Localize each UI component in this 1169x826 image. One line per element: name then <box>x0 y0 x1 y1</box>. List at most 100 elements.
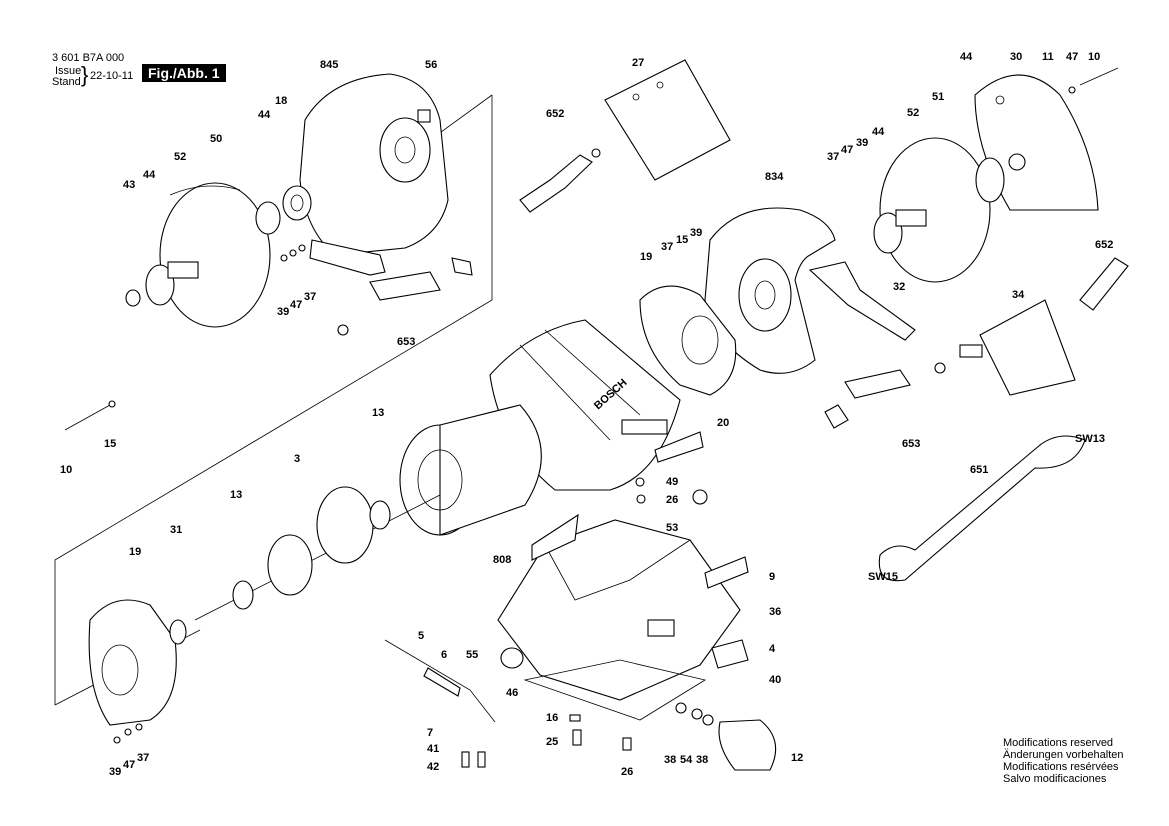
issue-brace: } <box>81 62 89 87</box>
part-label-p15b: 15 <box>104 438 116 450</box>
part-label-sw13: SW13 <box>1075 433 1105 445</box>
part-label-p845: 845 <box>320 59 338 71</box>
left-wheel-guard <box>299 73 449 256</box>
part-label-p47a: 47 <box>290 299 302 311</box>
part-label-p42: 42 <box>427 761 439 773</box>
eye-shield-plate <box>604 59 731 181</box>
part-label-p37a: 37 <box>304 291 316 303</box>
part-label-p20: 20 <box>717 417 729 429</box>
part-label-p37c: 37 <box>661 241 673 253</box>
right-outer-guard <box>974 74 1099 211</box>
part-label-p3: 3 <box>294 453 300 465</box>
note-es: Salvo modificaciones <box>1003 773 1107 785</box>
part-label-p49: 49 <box>666 476 678 488</box>
part-label-p54: 54 <box>680 754 693 766</box>
part-label-p38a: 38 <box>664 754 676 766</box>
part-label-p18: 18 <box>275 95 287 107</box>
part-label-p38b: 38 <box>696 754 708 766</box>
left-flange-inner <box>255 185 312 235</box>
part-label-p16: 16 <box>546 712 558 724</box>
left-grinding-wheel <box>159 182 271 328</box>
part-label-p19b: 19 <box>129 546 141 558</box>
issue-date: 22-10-11 <box>90 70 134 82</box>
part-label-p46: 46 <box>506 687 518 699</box>
left-spark-arrestor <box>280 239 473 336</box>
right-wheel-guard <box>704 207 836 374</box>
part-label-p36: 36 <box>769 606 781 618</box>
part-label-p56: 56 <box>425 59 437 71</box>
part-label-p11: 11 <box>1042 51 1054 63</box>
figure-badge: Fig./Abb. 1 <box>142 64 226 82</box>
note-fr: Modifications resérvées <box>1003 761 1119 773</box>
capacitor <box>718 719 777 771</box>
part-label-p808: 808 <box>493 554 511 566</box>
part-label-p50: 50 <box>210 133 222 145</box>
part-label-p652b: 652 <box>1095 239 1113 251</box>
part-label-p10b: 10 <box>60 464 72 476</box>
part-label-p26a: 26 <box>666 494 678 506</box>
part-label-p5: 5 <box>418 630 424 642</box>
part-label-p27: 27 <box>632 57 644 69</box>
rubber-foot <box>500 647 524 669</box>
issue-label: Issue <box>55 65 82 77</box>
base-plate <box>523 659 707 721</box>
part-label-p43: 43 <box>123 179 135 191</box>
part-label-p39c: 39 <box>690 227 702 239</box>
part-label-p7: 7 <box>427 727 433 739</box>
eye-shield-bracket-left <box>519 148 601 213</box>
part-label-p37b: 37 <box>827 151 839 163</box>
part-label-p32: 32 <box>893 281 905 293</box>
part-label-p651: 651 <box>970 464 988 476</box>
part-label-p39a: 39 <box>277 306 289 318</box>
part-label-p13a: 13 <box>372 407 384 419</box>
part-label-p39d: 39 <box>109 766 121 778</box>
right-grinding-wheel <box>873 137 1005 283</box>
part-label-p26b: 26 <box>621 766 633 778</box>
part-label-p53: 53 <box>666 522 678 534</box>
part-label-p653b: 653 <box>902 438 920 450</box>
part-label-p47b: 47 <box>1066 51 1078 63</box>
stator <box>399 404 542 536</box>
label-strips <box>531 431 749 589</box>
part-label-p12: 12 <box>791 752 803 764</box>
part-label-p15a: 15 <box>676 234 688 246</box>
part-label-p34: 34 <box>1012 289 1025 301</box>
part-label-p39b: 39 <box>856 137 868 149</box>
part-label-p4: 4 <box>769 643 776 655</box>
part-label-p47c: 47 <box>841 144 853 156</box>
right-eye-shield <box>959 299 1076 396</box>
part-label-p47d: 47 <box>123 759 135 771</box>
note-en: Modifications reserved <box>1003 737 1114 749</box>
end-shield-left <box>88 599 187 726</box>
part-label-sw15: SW15 <box>868 571 898 583</box>
left-flange-outer <box>125 261 199 307</box>
switch <box>711 639 749 669</box>
cable <box>384 639 496 723</box>
part-label-p13b: 13 <box>230 489 242 501</box>
part-label-p55: 55 <box>466 649 478 661</box>
part-label-p52a: 52 <box>174 151 186 163</box>
part-label-p41: 41 <box>427 743 439 755</box>
right-spark-arrestor <box>808 261 946 429</box>
part-label-p40: 40 <box>769 674 781 686</box>
stand-label: Stand <box>52 76 81 88</box>
part-label-p653a: 653 <box>397 336 415 348</box>
part-label-p44b: 44 <box>143 169 156 181</box>
wrench <box>878 435 1086 582</box>
part-label-p834: 834 <box>765 171 784 183</box>
part-label-p6: 6 <box>441 649 447 661</box>
part-label-p44c: 44 <box>960 51 973 63</box>
end-shield-right <box>639 285 737 396</box>
part-label-p9: 9 <box>769 571 775 583</box>
part-label-p10a: 10 <box>1088 51 1100 63</box>
part-label-p30: 30 <box>1010 51 1022 63</box>
part-label-p44d: 44 <box>872 126 885 138</box>
doc-number: 3 601 B7A 000 <box>52 52 125 64</box>
part-label-p19a: 19 <box>640 251 652 263</box>
part-label-p51: 51 <box>932 91 944 103</box>
armature-rotor <box>194 486 441 621</box>
part-label-p37d: 37 <box>137 752 149 764</box>
part-label-p31: 31 <box>170 524 182 536</box>
